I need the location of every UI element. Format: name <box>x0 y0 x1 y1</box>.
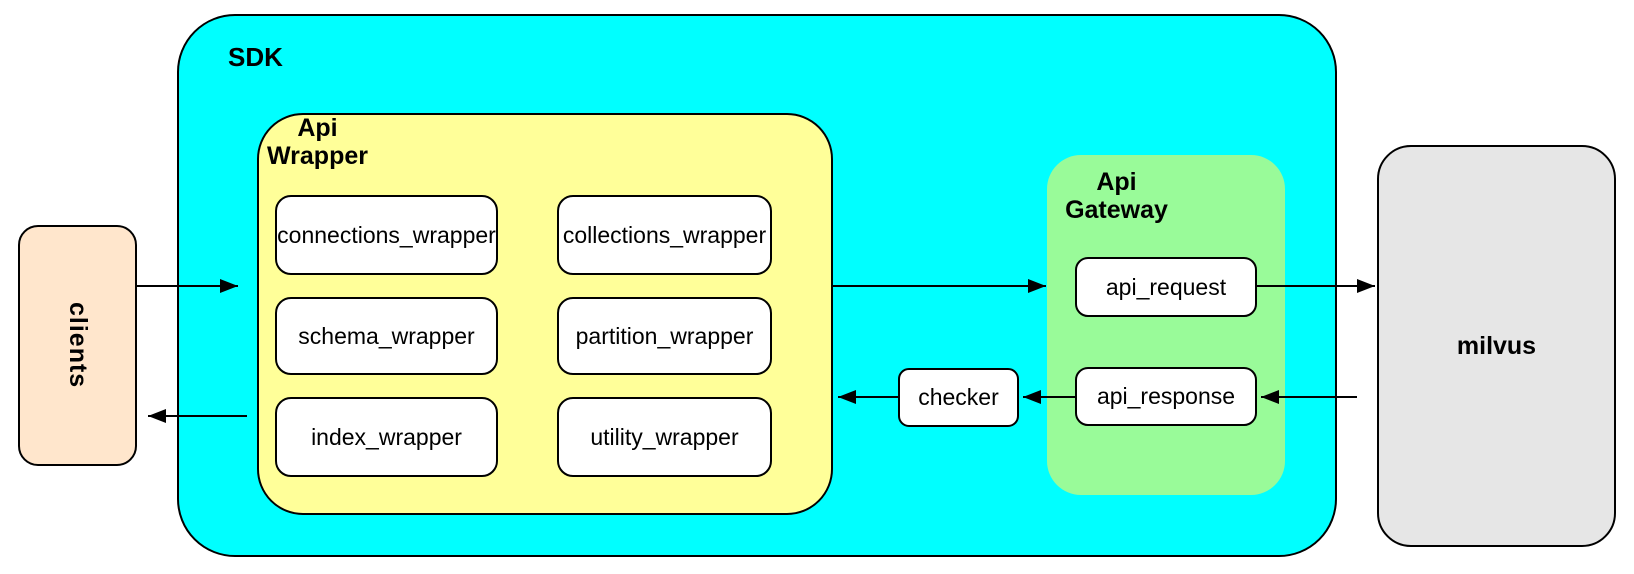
api-wrapper-label-line1: Api <box>297 114 338 142</box>
node-schema-wrapper: schema_wrapper <box>275 297 498 375</box>
node-milvus: milvus <box>1377 145 1616 547</box>
api-wrapper-label: Api Wrapper <box>251 114 384 170</box>
api-gateway-container <box>1047 155 1285 495</box>
node-connections-wrapper: connections_wrapper <box>275 195 498 275</box>
api-gateway-label-line1: Api <box>1096 168 1137 196</box>
api-gateway-label: Api Gateway <box>1051 168 1182 224</box>
node-collections-wrapper: collections_wrapper <box>557 195 772 275</box>
node-api-request: api_request <box>1075 257 1257 317</box>
clients-label: clients <box>64 302 92 389</box>
node-checker: checker <box>898 368 1019 427</box>
node-api-response: api_response <box>1075 367 1257 426</box>
node-clients: clients <box>18 225 137 466</box>
api-wrapper-label-line2: Wrapper <box>267 142 368 170</box>
node-partition-wrapper: partition_wrapper <box>557 297 772 375</box>
node-index-wrapper: index_wrapper <box>275 397 498 477</box>
node-utility-wrapper: utility_wrapper <box>557 397 772 477</box>
api-gateway-label-line2: Gateway <box>1065 196 1168 224</box>
sdk-label: SDK <box>228 42 283 72</box>
